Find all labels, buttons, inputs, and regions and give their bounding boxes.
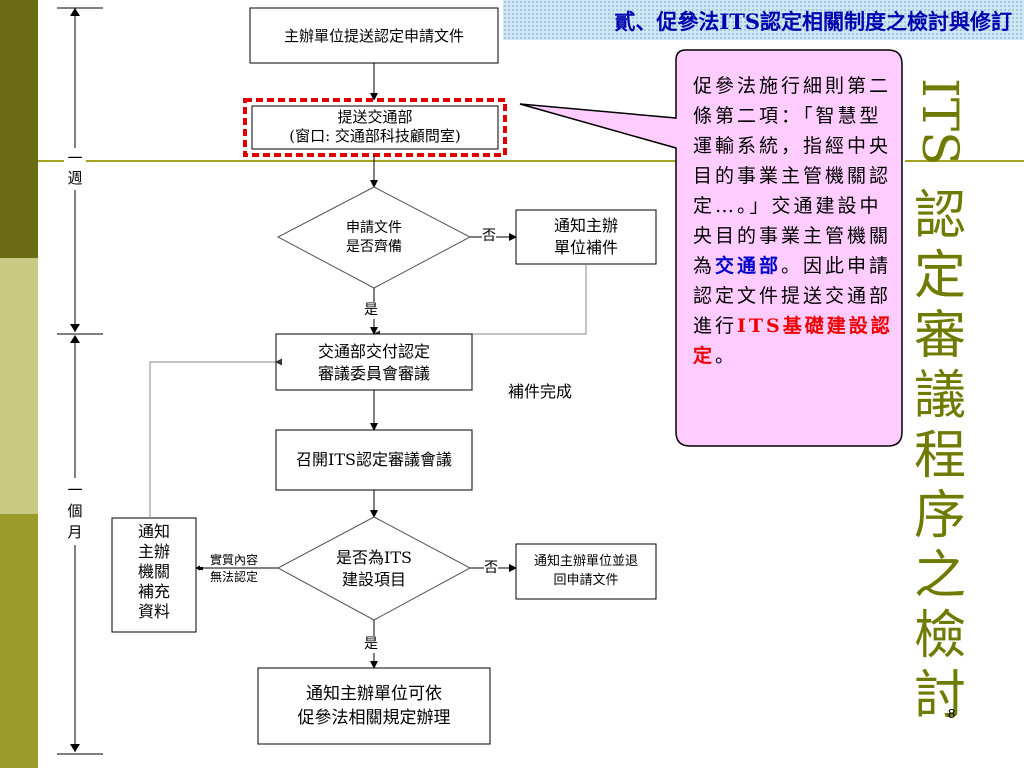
callout-text-a: 促參法施行細則第二條第二項：「智慧型運輸系統，指經中央目的事業主管機關認定…。」…: [693, 75, 892, 277]
reject-box: [515, 543, 657, 600]
step-transport-line1: 提送交通部: [337, 108, 413, 126]
reject-line2: 回申請文件: [553, 573, 619, 588]
callout-text-e: 。: [715, 345, 738, 367]
no-label-2: 否: [484, 560, 498, 577]
meeting-label: 召開ITS認定審議會議: [296, 450, 452, 469]
step-submit-label: 主辦單位提送認定申請文件: [283, 27, 464, 45]
side-title-latin: ITS: [911, 78, 969, 166]
step-transport-box: [243, 98, 507, 157]
reject-line1: 通知主辦單位並退: [533, 554, 638, 569]
decision2-line2: 建設項目: [341, 570, 406, 589]
decision1-line1: 申請文件: [346, 220, 402, 236]
callout-bubble: [519, 49, 903, 447]
callout-text-transport: 交通部: [715, 255, 782, 277]
callout-text: 促參法施行細則第二條第二項：「智慧型運輸系統，指經中央目的事業主管機關認定…。」…: [693, 71, 893, 371]
title-banner: 貳、促參法ITS認定相關制度之檢討與修訂: [503, 0, 1024, 40]
supplement-reason-line1: 實質內容: [200, 553, 268, 568]
page-number: 8: [948, 706, 956, 721]
review-box: [275, 333, 473, 391]
yes-label-2: 是: [364, 636, 378, 653]
sidebar-block-light: [0, 258, 38, 514]
timeline-week-label: 一 週: [64, 148, 86, 188]
step-submit-box: [249, 7, 499, 64]
sidebar-block-dark: [0, 0, 38, 258]
decorative-sidebar: [0, 0, 38, 768]
callout-text-its: ITS基礎建設認定: [693, 315, 893, 367]
review-line1: 交通部交付認定: [317, 342, 430, 361]
notify-fix-box: [515, 209, 657, 265]
decision2-line1: 是否為ITS: [336, 548, 412, 567]
no-label-1: 否: [482, 228, 496, 245]
banner-title: 貳、促參法ITS認定相關制度之檢討與修訂: [614, 9, 1012, 34]
timeline: [57, 7, 103, 755]
final-line2: 促參法相關規定辦理: [297, 708, 451, 728]
callout-text-c: 。因此申請認定文件提送交通部進行: [693, 255, 892, 337]
notify-fix-line2: 單位補件: [553, 238, 618, 257]
meeting-box: [275, 429, 473, 491]
fix-done-label: 補件完成: [508, 382, 573, 401]
yes-label-1: 是: [364, 302, 378, 319]
side-title: ITS 認定審議程序之檢討: [908, 62, 972, 726]
review-line2: 審議委員會審議: [317, 364, 430, 383]
notify-agency-box: [111, 517, 197, 633]
side-title-chinese: 認定審議程序之檢討: [913, 186, 966, 726]
final-box: [257, 667, 491, 745]
timeline-month-label: 一 個 月: [64, 480, 86, 543]
step-transport-line2: (窗口: 交通部科技顧問室): [289, 127, 461, 145]
sidebar-block-mid: [0, 514, 38, 768]
notify-fix-line1: 通知主辦: [553, 216, 618, 235]
notify-agency-label: 通知 主辦 機關 補充 資料: [137, 522, 170, 621]
decision1-line2: 是否齊備: [346, 239, 402, 255]
decision-is-its: [276, 516, 472, 621]
final-line1: 通知主辦單位可依: [306, 684, 442, 704]
supplement-reason-line2: 無法認定: [200, 570, 268, 585]
decision-docs-complete: [276, 186, 472, 289]
